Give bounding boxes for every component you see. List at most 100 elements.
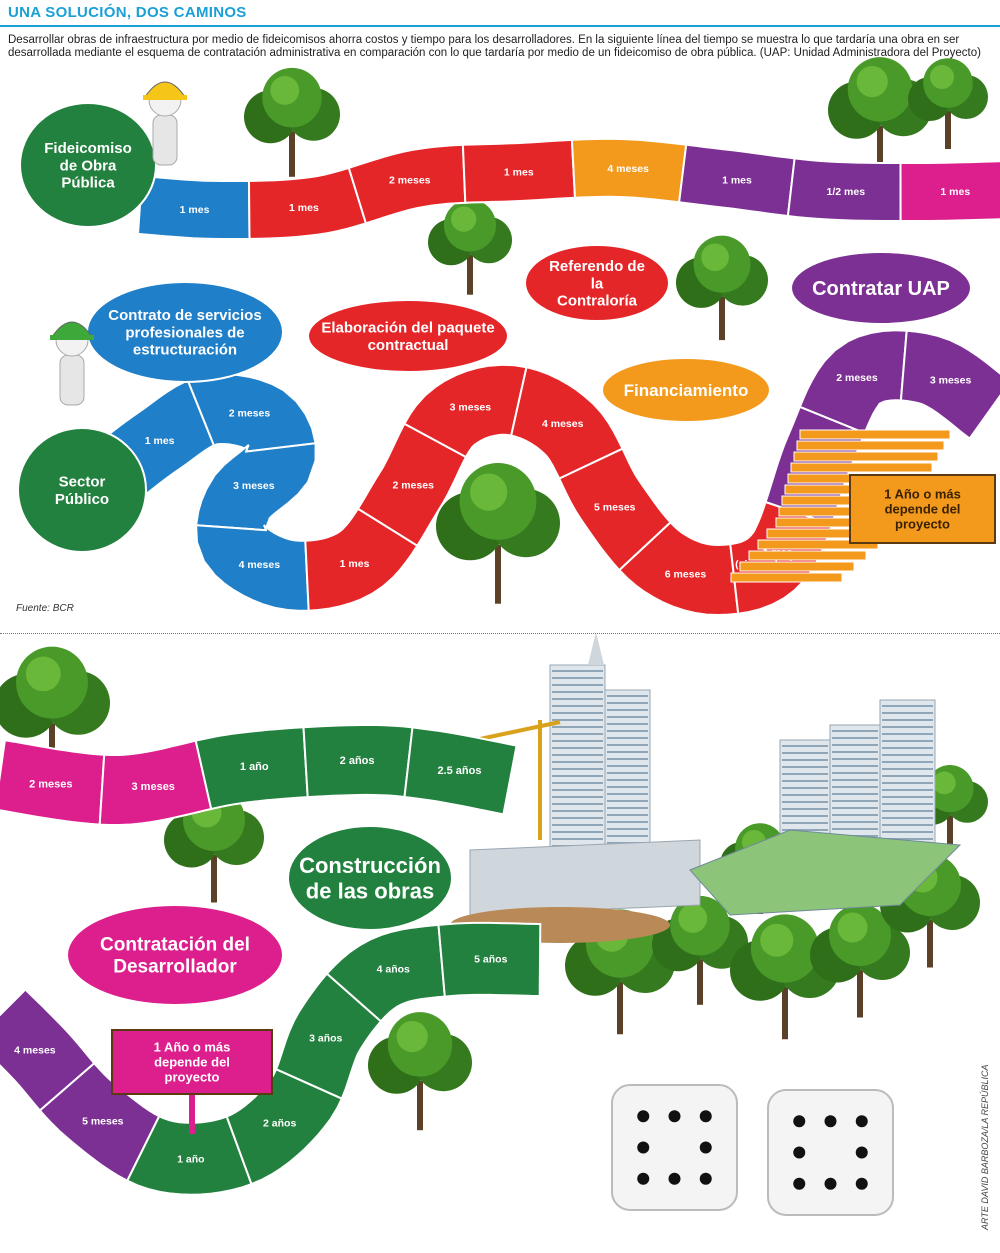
sign-label: depende del xyxy=(885,502,961,517)
segment-label: 1 mes xyxy=(289,202,319,214)
path-segment xyxy=(899,160,1000,222)
segment-label: 1 mes xyxy=(940,186,970,198)
segment-label: 2 meses xyxy=(389,175,431,187)
stage-label: Referendo de xyxy=(549,258,645,275)
worker-yellow-helmet xyxy=(143,81,187,166)
sign-label: 1 Año o más xyxy=(154,1040,231,1055)
stage-label: estructuración xyxy=(133,342,237,359)
figures-layer xyxy=(50,81,187,406)
tree-illustration xyxy=(828,57,933,176)
stage-label: contractual xyxy=(368,337,449,354)
stage-label: Público xyxy=(55,491,109,508)
stage-label: Desarrollador xyxy=(113,957,237,978)
financing-step xyxy=(757,539,879,550)
description: Desarrollar obras de infraestructura por… xyxy=(8,34,981,59)
tower-spire xyxy=(588,632,604,665)
stage-label: Pública xyxy=(61,175,115,192)
tree-illustration xyxy=(908,58,988,149)
tower-building xyxy=(549,664,606,871)
segment-label: 1 mes xyxy=(722,175,752,187)
stage-label: Contratar UAP xyxy=(812,278,950,300)
tree-illustration xyxy=(244,67,340,177)
worker-green-helmet xyxy=(50,321,94,406)
path-segment xyxy=(437,921,542,998)
segment-label: 3 meses xyxy=(233,480,275,492)
segment-label: 5 meses xyxy=(594,502,636,514)
segment-label: 1/2 mes xyxy=(827,186,866,198)
segment-label: 1 mes xyxy=(340,558,370,570)
section-divider xyxy=(0,633,1000,634)
segment-label: 3 años xyxy=(309,1032,342,1044)
stage-label: de las obras xyxy=(306,878,434,903)
segment-label: 6 meses xyxy=(665,569,707,581)
segment-label: 3 meses xyxy=(930,375,972,387)
segment-label: 2 meses xyxy=(392,479,434,491)
segment-label: 4 meses xyxy=(542,418,584,430)
segment-label: 5 meses xyxy=(82,1115,124,1127)
city-illustration xyxy=(450,632,962,943)
segment-label: 1 mes xyxy=(145,435,175,447)
segment-label: 1 mes xyxy=(180,204,210,216)
sign-label: 1 Año o más xyxy=(884,487,961,502)
sector-public-path: 1 mes 2 meses 3 meses 4 meses 1 mes 2 meses 3 … xyxy=(97,329,1000,617)
paths-layer: 1 mes 1 mes 2 meses 1 mes 4 meses 1 mes 1/2 me… xyxy=(0,137,1000,1196)
stage-financiamiento: Financiamiento xyxy=(601,357,771,423)
tower-building xyxy=(604,689,651,871)
stage-contratar-uap: Contratar UAP xyxy=(790,251,972,325)
segment-label: 4 meses xyxy=(14,1044,56,1056)
source-note: Fuente: BCR xyxy=(16,603,74,614)
segment-label: 4 meses xyxy=(607,163,649,175)
sign-label: depende del xyxy=(154,1055,230,1070)
segment-label: 2 meses xyxy=(29,778,72,790)
art-credit: ARTE DAVID BARBOZA/LA REPÚBLICA xyxy=(980,1064,990,1230)
fideicomiso-path: 1 mes 1 mes 2 meses 1 mes 4 meses 1 mes 1/2 me… xyxy=(136,137,1000,240)
tree-illustration xyxy=(428,199,512,295)
stage-label: Fideicomiso xyxy=(44,140,132,157)
path-segment xyxy=(899,329,1000,440)
stage-label: la xyxy=(591,275,604,292)
segment-label: 4 meses xyxy=(239,559,281,571)
tree-illustration xyxy=(676,235,768,341)
financing-step xyxy=(748,550,867,561)
financing-step xyxy=(796,440,945,451)
tree-illustration xyxy=(368,1012,472,1131)
stage-label: de Obra xyxy=(60,157,117,174)
tower-building xyxy=(879,699,936,851)
segment-label: 2 meses xyxy=(836,372,878,384)
stage-label: Contrato de servicios xyxy=(108,307,261,324)
stage-label: Sector xyxy=(59,474,106,491)
financing-step xyxy=(739,561,855,572)
stage-label: Construcción xyxy=(299,853,441,878)
tree-illustration xyxy=(652,895,748,1005)
die-right xyxy=(767,1089,894,1216)
stage-label: profesionales de xyxy=(125,324,244,341)
segment-label: 1 mes xyxy=(504,167,534,179)
segment-label: 1 año xyxy=(240,761,269,773)
tower-building xyxy=(829,724,881,846)
page-title: UNA SOLUCIÓN, DOS CAMINOS xyxy=(8,4,247,21)
tree-illustration xyxy=(436,462,560,604)
segment-label: 5 años xyxy=(474,954,507,966)
financing-step xyxy=(793,451,939,462)
stage-label: Contratación del xyxy=(100,935,250,956)
sign-label: proyecto xyxy=(165,1070,220,1085)
sign-label: proyecto xyxy=(895,517,950,532)
tree-illustration xyxy=(810,904,910,1018)
segment-label: 2.5 años xyxy=(437,765,481,777)
stage-label: Contraloría xyxy=(557,293,638,310)
segment-label: 3 meses xyxy=(450,402,492,414)
segment-label: 3 meses xyxy=(132,781,175,793)
path-segment xyxy=(403,726,518,816)
